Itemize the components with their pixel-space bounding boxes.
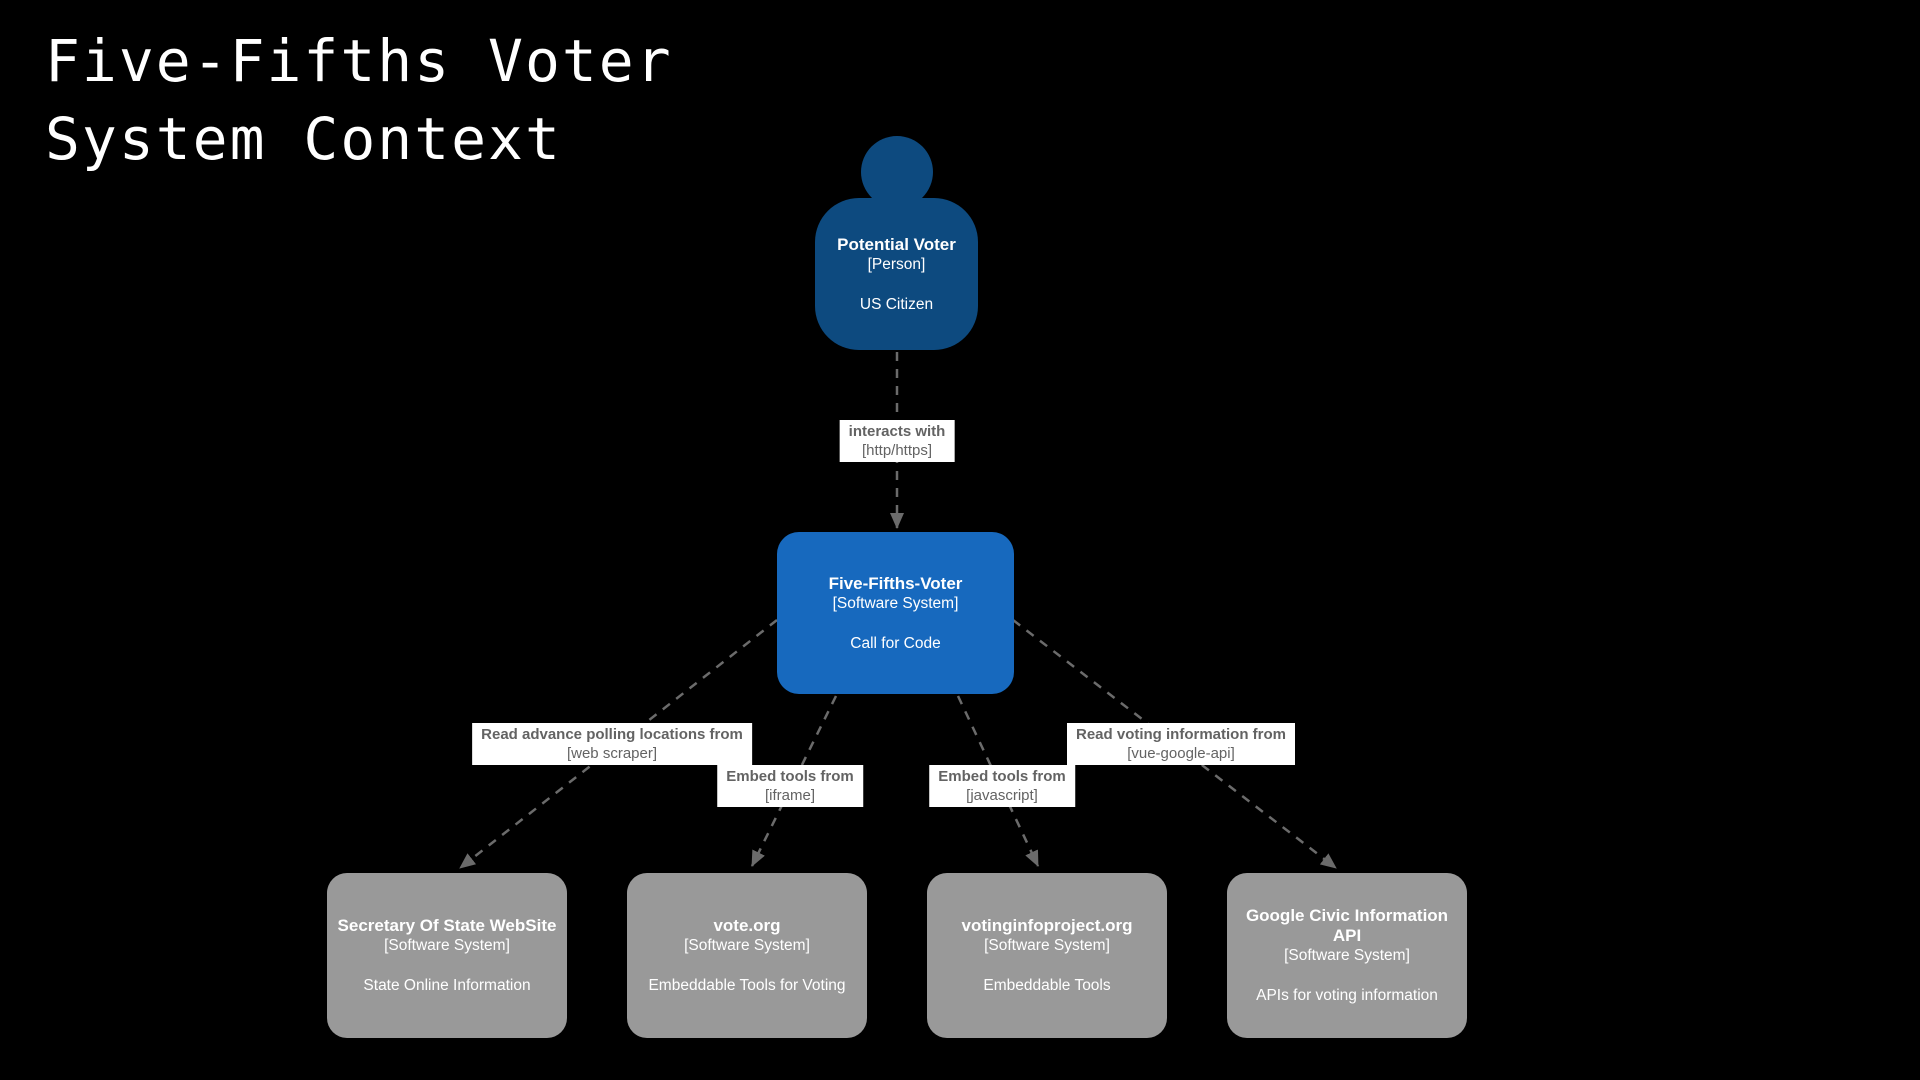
node-meta: [Software System]: [984, 937, 1110, 954]
node-name: Five-Fifths-Voter: [828, 573, 963, 593]
edge-label-tech: [web scraper]: [566, 745, 658, 762]
edge-label-tech: [http/https]: [861, 442, 933, 459]
node-description: US Citizen: [859, 295, 934, 313]
edge-label-embed-tools-iframe: Embed tools from [iframe]: [717, 765, 863, 807]
diagram-title-line2: System Context: [45, 105, 562, 173]
edge-label-text: Embed tools from: [726, 768, 854, 785]
node-meta: [Software System]: [1284, 947, 1410, 964]
edge-system-to-voteorg: [750, 695, 838, 867]
edge-label-interacts-with: interacts with [http/https]: [839, 420, 955, 462]
edge-label-tech: [javascript]: [966, 787, 1038, 804]
node-name: vote.org: [713, 916, 781, 935]
edge-label-text: Read voting information from: [1076, 726, 1286, 743]
node-meta: [Software System]: [384, 937, 510, 954]
node-name: Google Civic Information API: [1245, 906, 1449, 945]
node-description: APIs for voting information: [1256, 987, 1438, 1004]
node-description: State Online Information: [363, 977, 531, 994]
node-name: votinginfoproject.org: [961, 916, 1133, 935]
node-description: Embeddable Tools: [983, 977, 1111, 994]
node-description: Embeddable Tools for Voting: [648, 977, 846, 994]
edge-label-text: Embed tools from: [938, 768, 1066, 785]
node-five-fifths-voter: Five-Fifths-Voter [Software System] Call…: [777, 532, 1014, 694]
node-name: Potential Voter: [837, 234, 956, 254]
node-name: Secretary Of State WebSite: [337, 916, 557, 935]
edge-label-embed-tools-javascript: Embed tools from [javascript]: [929, 765, 1075, 807]
node-description: Call for Code: [850, 634, 941, 652]
node-vote-org: vote.org [Software System] Embeddable To…: [627, 873, 867, 1038]
diagram-title: Five-Fifths Voter System Context: [45, 22, 673, 178]
edge-label-text: interacts with: [848, 423, 946, 440]
node-secretary-of-state: Secretary Of State WebSite [Software Sys…: [327, 873, 567, 1038]
edge-label-read-polling-locations: Read advance polling locations from [web…: [472, 723, 752, 765]
person-head-icon: [861, 136, 933, 208]
node-potential-voter: Potential Voter [Person] US Citizen: [815, 198, 978, 350]
node-google-civic-api: Google Civic Information API [Software S…: [1227, 873, 1467, 1038]
node-meta: [Software System]: [832, 594, 959, 612]
edge-label-read-voting-information: Read voting information from [vue-google…: [1067, 723, 1295, 765]
edge-label-text: Read advance polling locations from: [481, 726, 743, 743]
diagram-title-line1: Five-Fifths Voter: [45, 27, 673, 95]
node-meta: [Person]: [867, 255, 926, 273]
node-votinginfoproject: votinginfoproject.org [Software System] …: [927, 873, 1167, 1038]
node-meta: [Software System]: [684, 937, 810, 954]
edge-label-tech: [vue-google-api]: [1127, 745, 1235, 762]
edge-label-tech: [iframe]: [764, 787, 816, 804]
